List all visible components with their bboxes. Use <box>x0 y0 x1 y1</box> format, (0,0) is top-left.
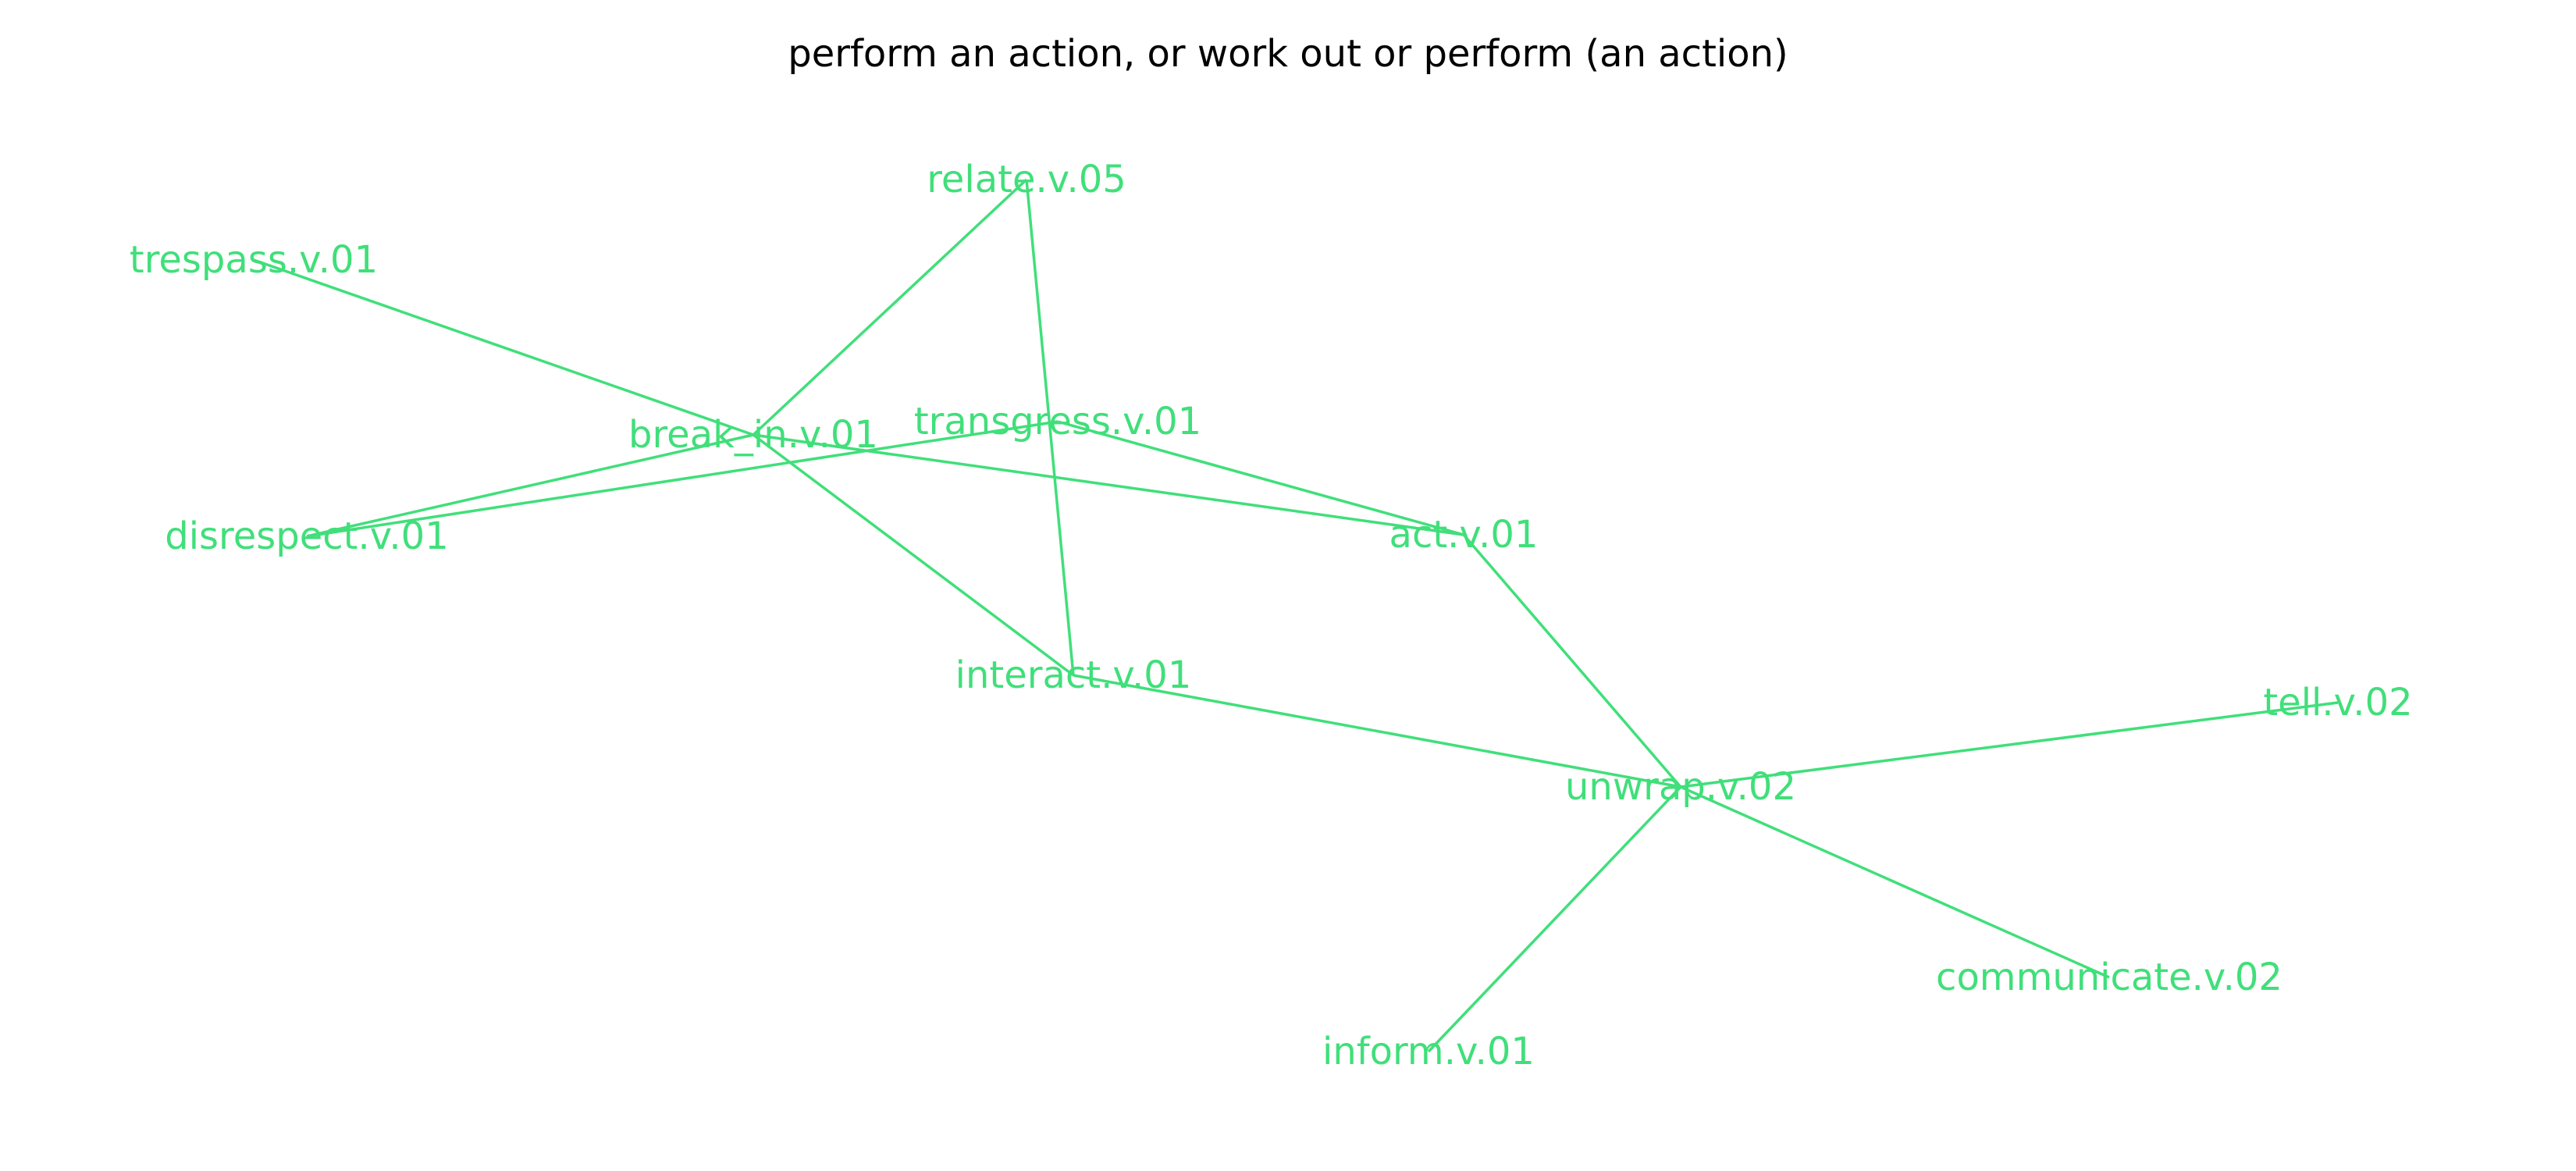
edge-relate-interact <box>1025 179 1075 676</box>
edge-trespass-break_in <box>253 258 754 436</box>
node-label-inform: inform.v.01 <box>1322 1030 1535 1073</box>
edge-act-unwrap <box>1462 533 1682 788</box>
edge-transgress-act <box>1057 420 1464 536</box>
node-label-communicate: communicate.v.02 <box>1936 956 2282 999</box>
node-label-break-in: break_in.v.01 <box>628 413 878 457</box>
node-layer: relate.v.05 trespass.v.01 break_in.v.01 tra… <box>130 158 2413 1073</box>
node-label-unwrap: unwrap.v.02 <box>1565 765 1796 809</box>
edge-unwrap-tell <box>1680 701 2339 788</box>
edge-unwrap-communicate <box>1680 785 2110 979</box>
edge-break_in-disrespect <box>306 433 754 538</box>
edge-break_in-act <box>753 433 1464 536</box>
node-label-relate: relate.v.05 <box>927 158 1126 201</box>
node-label-act: act.v.01 <box>1389 513 1539 557</box>
node-label-trespass: trespass.v.01 <box>130 238 378 282</box>
edge-layer <box>253 178 2339 1053</box>
edge-disrespect-transgress <box>306 420 1059 538</box>
node-label-interact: interact.v.01 <box>955 653 1192 697</box>
node-label-tell: tell.v.02 <box>2263 681 2412 724</box>
node-label-disrespect: disrespect.v.01 <box>165 514 449 558</box>
edge-relate-break_in <box>752 178 1028 436</box>
edge-unwrap-inform <box>1427 785 1682 1053</box>
edge-break_in-interact <box>752 433 1075 677</box>
figure-title: perform an action, or work out or perfor… <box>788 32 1788 76</box>
edge-interact-unwrap <box>1073 674 1681 788</box>
node-label-transgress: transgress.v.01 <box>914 400 1201 443</box>
